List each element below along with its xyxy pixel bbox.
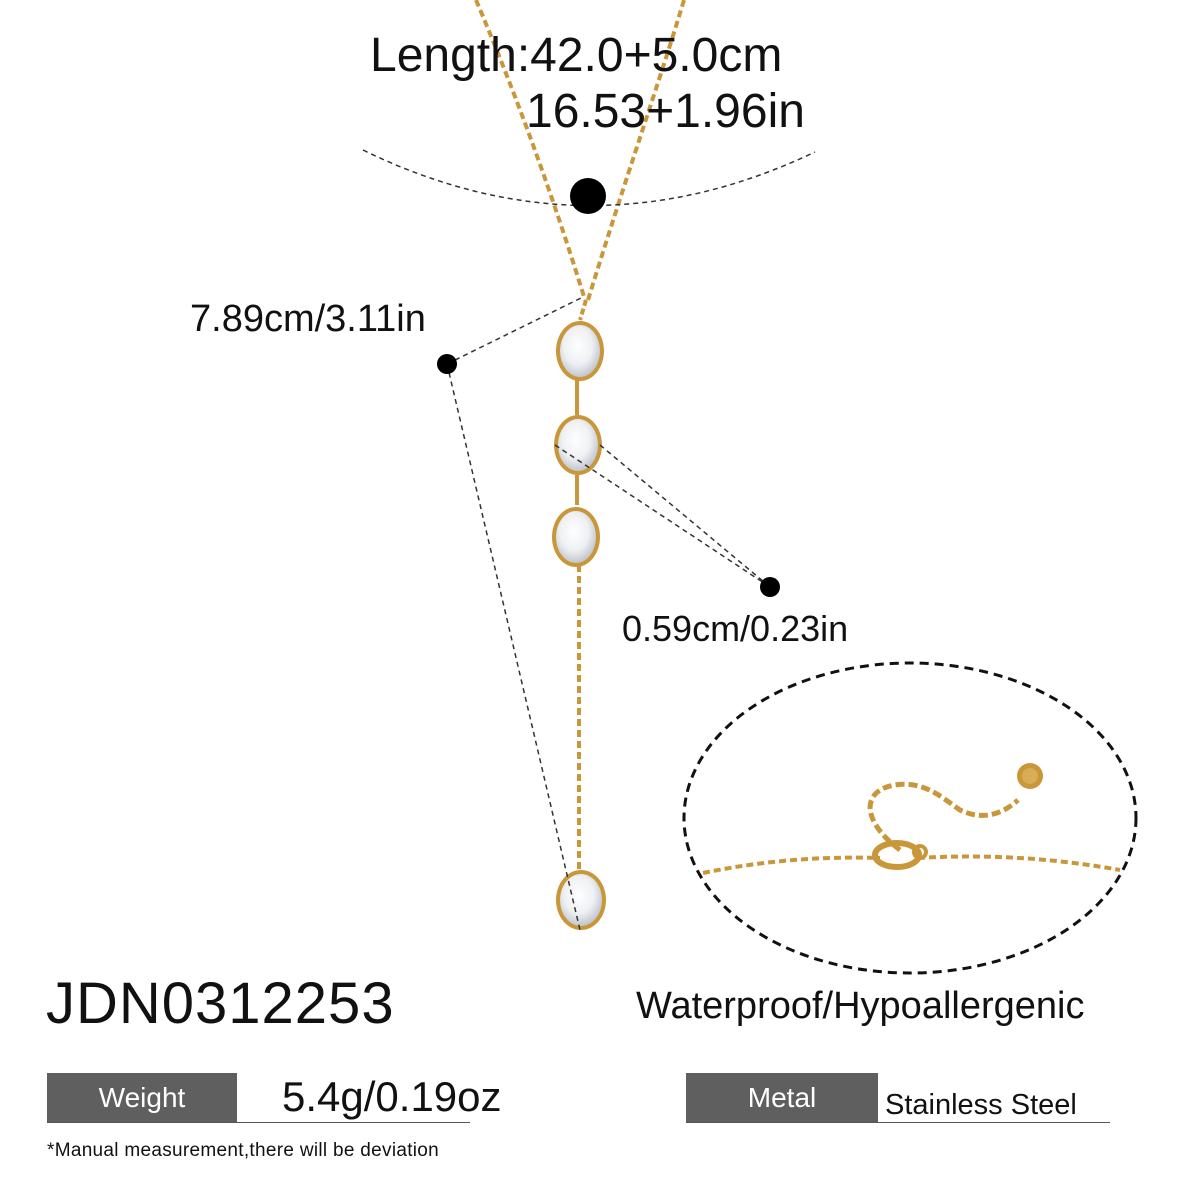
gem-bottom (556, 870, 606, 930)
clasp-detail-frame (682, 661, 1138, 975)
metal-label-box: Metal (686, 1073, 878, 1123)
detail-chain-left (702, 855, 881, 875)
weight-value: 5.4g/0.19oz (282, 1073, 502, 1120)
stone-line-bottom (599, 444, 771, 588)
product-sku: JDN0312253 (46, 971, 395, 1036)
measurement-disclaimer: *Manual measurement,there will be deviat… (47, 1140, 440, 1161)
metal-underline (686, 1122, 1110, 1123)
drop-length-label: 7.89cm/3.11in (190, 298, 426, 340)
length-cm-label: Length:42.0+5.0cm (370, 29, 783, 82)
gem-1 (556, 321, 604, 381)
pendant-chain-top (578, 299, 588, 321)
weight-label-box: Weight (47, 1073, 237, 1123)
neck-chain-left (474, 0, 587, 301)
stone-line-top (554, 444, 771, 588)
stone-size-label: 0.59cm/0.23in (622, 608, 849, 649)
tag-charm (1017, 763, 1043, 789)
length-in-label: 16.53+1.96in (526, 85, 805, 138)
lobster-clasp (872, 840, 928, 870)
stone-marker-dot (760, 577, 780, 597)
metal-label: Metal (747, 1082, 817, 1113)
detail-chain-right (917, 854, 1121, 872)
neck-marker-dot (570, 178, 606, 214)
features-label: Waterproof/Hypoallergenic (636, 985, 1085, 1027)
weight-label: Weight (98, 1082, 186, 1113)
drop-marker-dot (437, 354, 457, 374)
gem-2 (554, 415, 602, 475)
metal-value: Stainless Steel (885, 1089, 1077, 1121)
drop-line-left (446, 363, 581, 931)
drop-line-top (446, 296, 584, 365)
weight-underline (47, 1122, 470, 1123)
extender-chain (867, 781, 1020, 852)
neck-chain-right (586, 0, 686, 301)
gem-3 (552, 507, 600, 567)
